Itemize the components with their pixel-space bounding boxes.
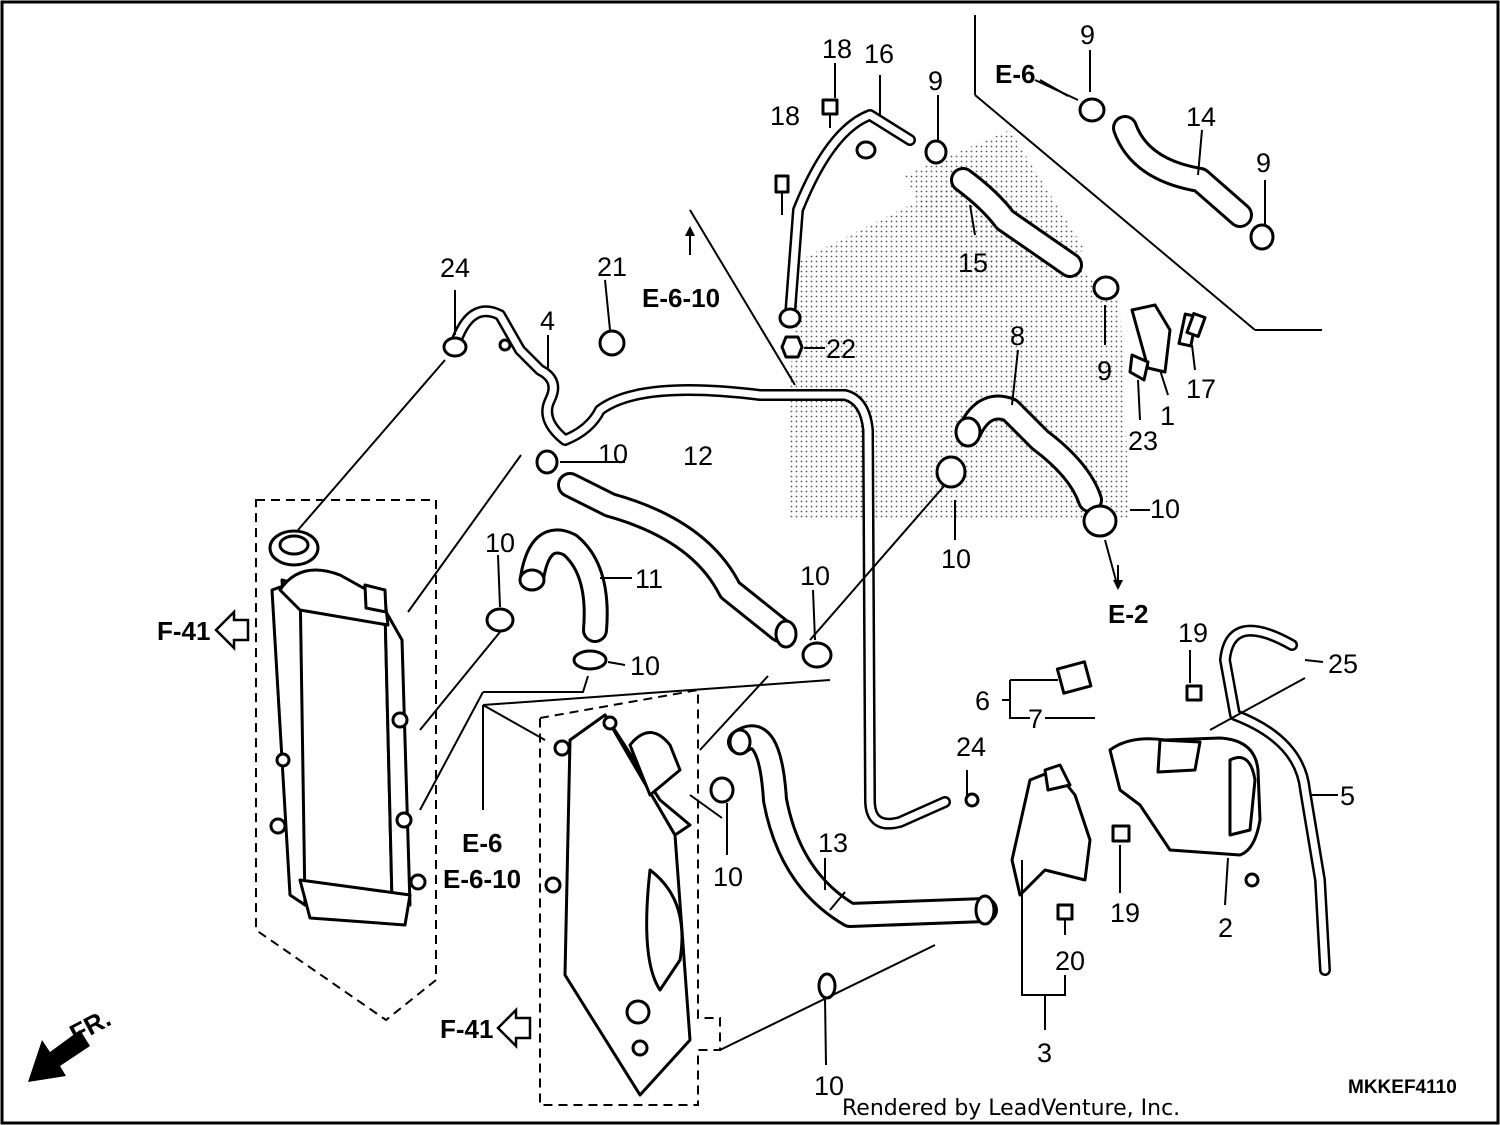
label-10b: 10 [485,528,515,558]
f41-lower-arrow-icon [496,1006,532,1050]
label-12: 12 [683,441,713,471]
fr-arrow-icon [28,1030,90,1082]
ref-e6-10-top[interactable]: E-6-10 [642,283,720,313]
label-18a: 18 [822,34,852,64]
hose-15[interactable] [950,167,1083,278]
label-10c: 10 [630,651,660,681]
ref-e2[interactable]: E-2 [1108,599,1148,629]
ref-f41-upper[interactable]: F-41 [157,616,210,646]
label-21: 21 [597,252,627,282]
label-10h: 10 [814,1071,844,1101]
tube-5[interactable] [1219,624,1331,976]
diagram-code: MKKEF4110 [1348,1077,1457,1098]
water-pipe-8[interactable] [954,394,1103,513]
credit-text: Rendered by LeadVenture, Inc. [842,1096,1180,1121]
label-9c: 9 [1256,148,1271,178]
label-20: 20 [1055,946,1085,976]
ref-e6-10-mid[interactable]: E-6-10 [443,864,521,894]
label-9b: 9 [928,66,943,96]
label-8: 8 [1010,321,1025,351]
label-13: 13 [818,828,848,858]
label-10d: 10 [800,561,830,591]
label-10e: 10 [941,544,971,574]
label-15: 15 [958,248,988,278]
right-radiator[interactable] [539,688,721,1106]
label-19a: 19 [1178,618,1208,648]
ref-f41-lower[interactable]: F-41 [440,1014,493,1044]
water-pump-2[interactable] [1108,736,1262,888]
left-radiator[interactable] [255,499,437,1022]
label-10f: 10 [1150,494,1180,524]
label-3: 3 [1037,1038,1052,1068]
label-24b: 24 [956,732,986,762]
hose-14[interactable] [1112,115,1253,228]
hose-11[interactable] [518,528,609,643]
label-1: 1 [1160,401,1175,431]
bracket-assembly-3[interactable] [1010,660,1093,897]
label-19b: 19 [1110,898,1140,928]
tube-16[interactable] [778,109,916,329]
hose-13[interactable] [727,724,998,928]
hose-12[interactable] [557,472,798,649]
overflow-tube[interactable] [442,305,980,830]
ref-e6-top[interactable]: E-6 [995,59,1035,89]
e6-top-arrow-icon [1039,79,1069,97]
label-14: 14 [1186,102,1216,132]
label-9d: 9 [1097,356,1112,386]
label-6: 6 [975,686,990,716]
ref-e6-mid[interactable]: E-6 [462,828,502,858]
label-5: 5 [1340,781,1355,811]
label-4: 4 [540,306,555,336]
reference-labels[interactable]: E-6 E-6-10 E-2 E-6 E-6-10 F-41 F-41 [157,59,1148,1044]
label-16: 16 [864,39,894,69]
label-17: 17 [1186,374,1216,404]
reference-arrows [28,79,1123,1082]
bolts [774,98,1207,921]
hose-clamps [485,97,1275,1000]
label-2: 2 [1218,913,1233,943]
label-23: 23 [1128,426,1158,456]
leader-lines [297,15,1338,1066]
label-10g: 10 [713,862,743,892]
label-11: 11 [635,564,663,594]
label-24a: 24 [440,253,470,283]
part-labels: 1 2 3 4 5 6 7 8 9 9 9 9 10 10 10 10 10 1… [440,20,1358,1101]
label-22: 22 [826,334,856,364]
label-25: 25 [1328,649,1358,679]
thermostat-part-1[interactable] [1128,303,1199,382]
label-10a: 10 [598,439,628,469]
label-9a: 9 [1080,20,1095,50]
label-18b: 18 [770,101,800,131]
label-7: 7 [1028,704,1043,734]
f41-upper-arrow-icon [214,608,250,652]
